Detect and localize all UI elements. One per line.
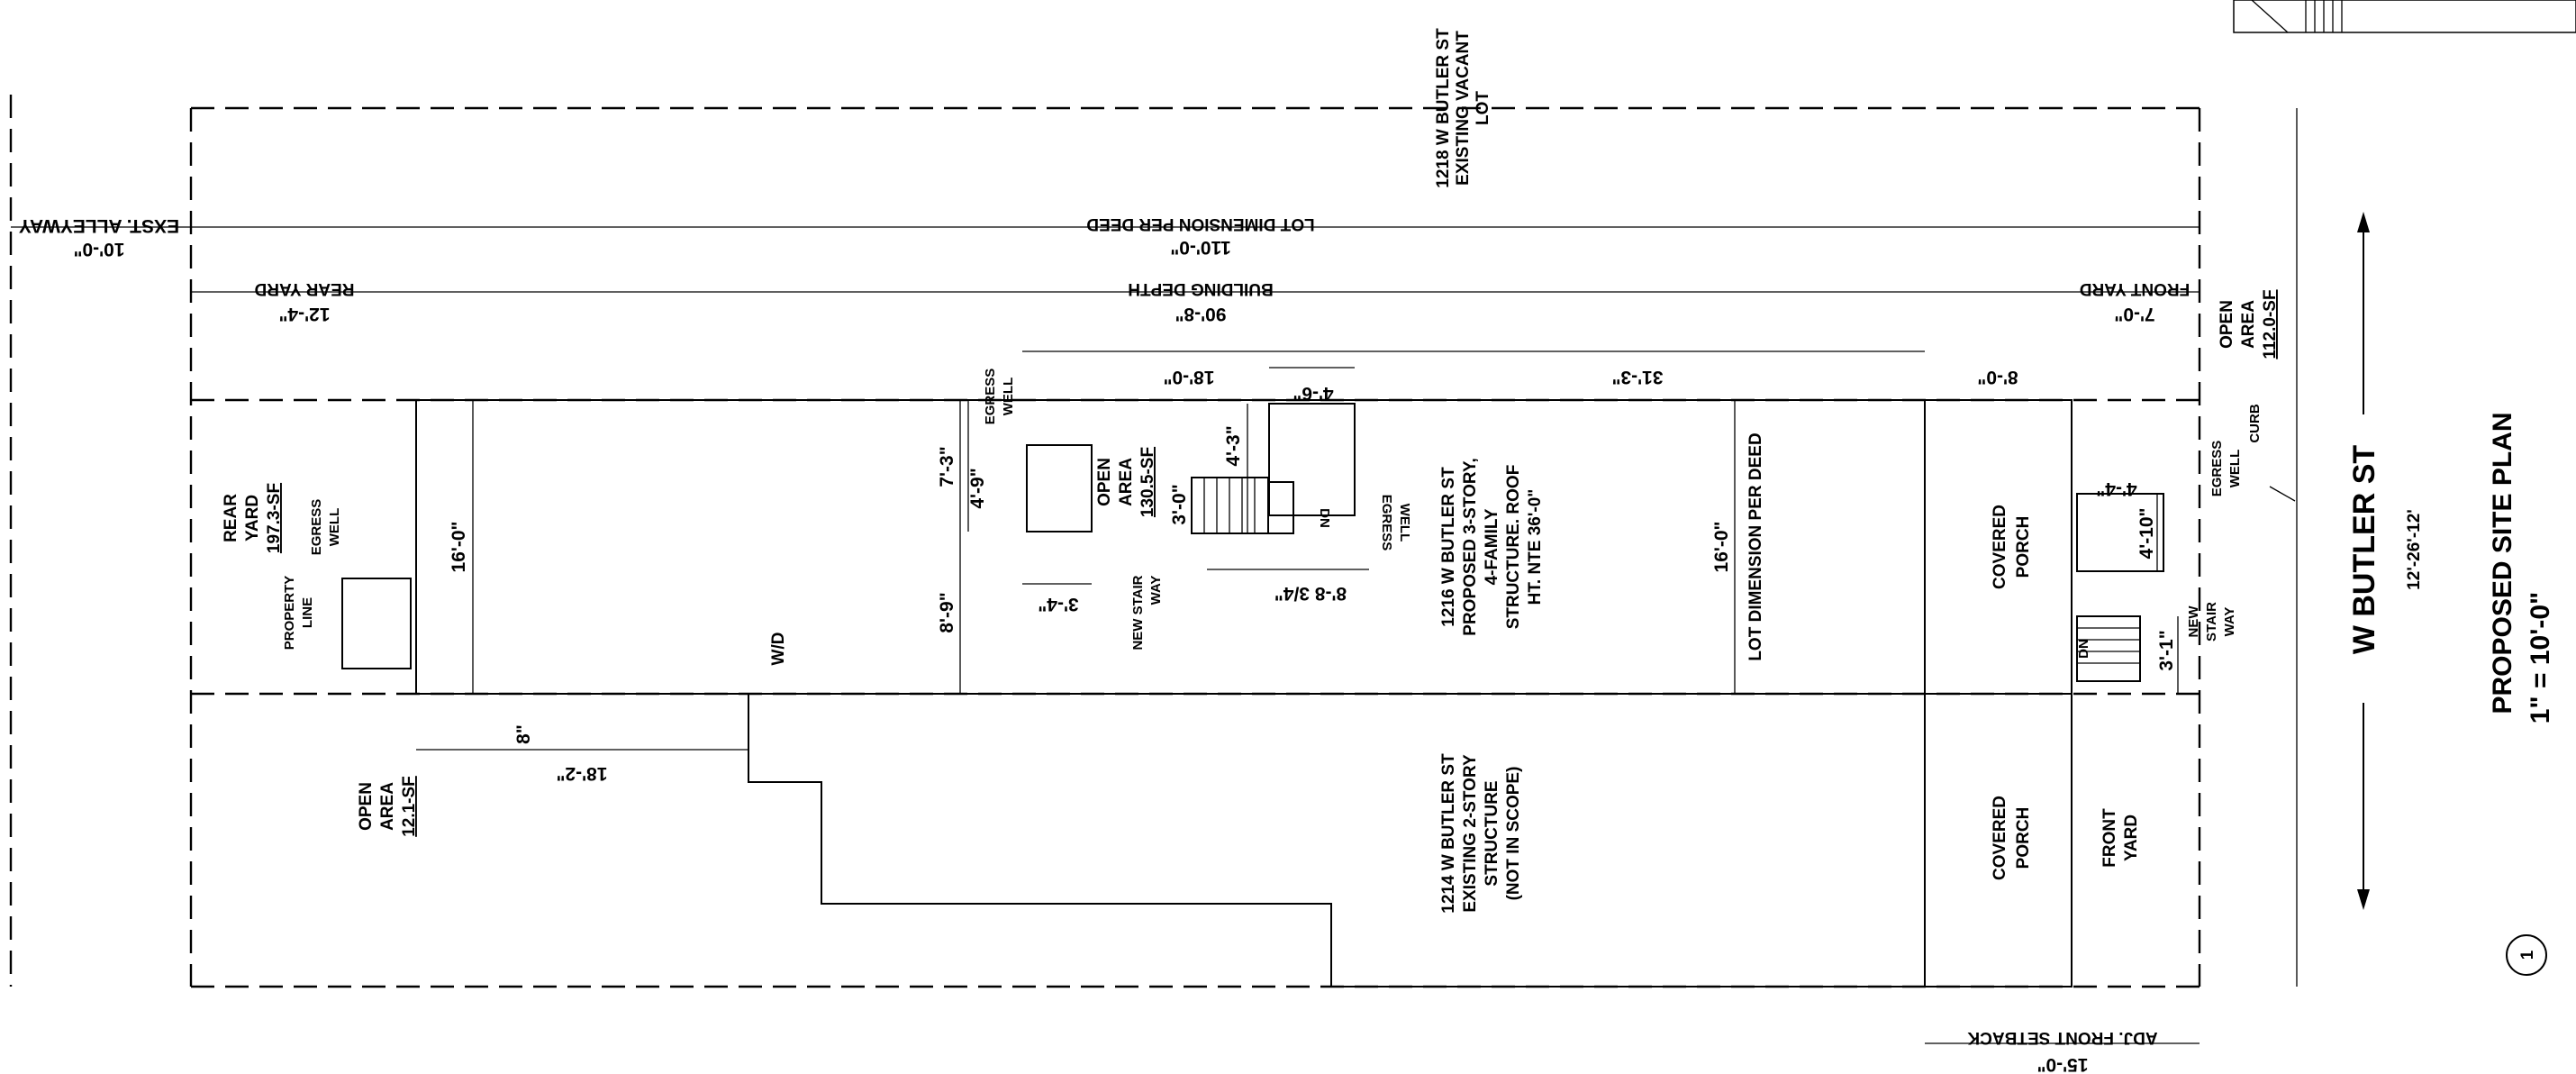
building-depth-dim: 90'-8" (1175, 304, 1227, 324)
bottom-porch-covered: COVERED (1991, 796, 2009, 880)
rotated-labels: 1218 W BUTLER ST EXISTING VACANT LOT 121… (222, 28, 2555, 960)
front-yard-front: FRONT (2100, 808, 2119, 868)
front-yard-dim: 7'-0" (2114, 304, 2154, 324)
dim-4-4: 4'-4" (2096, 478, 2136, 499)
dimension-lines (11, 108, 2298, 1044)
lot-depth-dim: 110'-0" (1170, 237, 1231, 258)
front-open-label: OPEN (2218, 300, 2236, 349)
dim-4-3: 4'-3" (1223, 425, 1244, 466)
adj-front-setback-label: ADJ. FRONT SETBACK (1967, 1028, 2157, 1047)
front-yard-label: FRONT YARD (2080, 279, 2190, 298)
alley-label: EXST. ALLEYWAY (19, 215, 179, 236)
mid-open-area-value: 130.5-SF (1138, 447, 1157, 517)
front-yard-yard: YARD (2122, 815, 2141, 861)
dim-8-0: 8'-0" (1977, 367, 2018, 387)
dim-7-3: 7'-3" (937, 446, 957, 487)
covered-porches (1924, 399, 2073, 988)
front-way-label: WAY (2222, 607, 2237, 637)
top-porch-covered: COVERED (1991, 505, 2009, 589)
dim-8-inch: 8" (513, 724, 534, 744)
street-direction-arrows (2269, 212, 2370, 910)
mid-well-label: WELL (1001, 378, 1016, 416)
front-area-label: AREA (2239, 300, 2258, 349)
dim-31-3: 31'-3" (1612, 367, 1664, 387)
front-new-label: NEW (2186, 605, 2201, 638)
bottom-open-area-value: 12.1-SF (400, 776, 419, 837)
rear-yard-area-value: 197.3-SF (265, 483, 284, 553)
mid-area-label: AREA (1117, 458, 1136, 506)
inverted-labels: EXST. ALLEYWAY 10'-0" LOT DIMENSION PER … (19, 214, 2190, 1074)
drawing-number-circle (2506, 934, 2547, 976)
bottom-porch-porch: PORCH (2014, 807, 2033, 869)
front-egress-label: EGRESS (2209, 441, 2225, 497)
top-neighbor-line2: EXISTING VACANT (1454, 31, 1473, 186)
front-well-label: WELL (2227, 450, 2243, 488)
front-open-area-value: 112.0-SF (2261, 289, 2280, 359)
top-neighbor-line3: LOT (1474, 91, 1492, 125)
dim-18-0: 18'-0" (1164, 367, 1215, 387)
wd-label: W/D (769, 633, 788, 666)
dim-18-2: 18'-2" (557, 763, 608, 784)
top-neighbor-line1: 1218 W BUTLER ST (1434, 28, 1453, 188)
bottom-area-label: AREA (378, 782, 397, 831)
proposed-building (415, 399, 1926, 695)
stairs (1191, 477, 2141, 682)
street-width: 12'-26'-12' (2405, 509, 2424, 590)
bottom-neighbor-line4: (NOT IN SCOPE) (1504, 767, 1523, 901)
drawing-number: 1 (2518, 950, 2537, 960)
neighbor-structure (748, 693, 1926, 988)
dim-16-0-right: 16'-0" (1711, 522, 1732, 573)
mid-egress-label: EGRESS (983, 369, 998, 425)
dim-3-0: 3'-0" (1169, 484, 1190, 524)
street-name: W BUTLER ST (2347, 445, 2381, 655)
alley-width-dim: 10'-0" (74, 239, 125, 259)
dim-8-9: 8'-9" (937, 592, 957, 633)
mid2-well-label: WELL (1397, 504, 1412, 542)
mid2-egress-label: EGRESS (1379, 495, 1394, 551)
property-line-label-1: PROPERTY (282, 576, 297, 651)
mid-dn-label: DN (1317, 508, 1332, 528)
drawing-title: PROPOSED SITE PLAN (2488, 412, 2517, 714)
dim-4-6: 4'-6" (1293, 383, 1333, 404)
rear-yard-dim: 12'-4" (279, 304, 331, 324)
partial-detail-corner (2233, 0, 2576, 33)
building-depth-label: BUILDING DEPTH (1128, 279, 1274, 298)
dim-16-0-left: 16'-0" (449, 522, 469, 573)
bottom-neighbor-line1: 1214 W BUTLER ST (1439, 753, 1458, 914)
curb-label: CURB (2247, 404, 2263, 442)
bottom-open-label: OPEN (357, 782, 376, 831)
adj-setback-dim: 15'-0" (2037, 1054, 2089, 1074)
mid-way-label: WAY (1148, 576, 1164, 605)
building-line3: 4-FAMILY (1483, 508, 1501, 585)
top-porch-porch: PORCH (2014, 516, 2033, 578)
front-dn-label: DN (2076, 639, 2091, 659)
mid-open-label: OPEN (1095, 458, 1114, 506)
front-stair-label: STAIR (2204, 602, 2219, 642)
dim-4-10: 4'-10" (2136, 508, 2157, 560)
drawing-scale: 1" = 10'-0" (2526, 592, 2555, 724)
mid-new-stair-label: NEW STAIR (1130, 575, 1146, 650)
dim-4-9: 4'-9" (967, 468, 988, 508)
dim-3-4: 3'-4" (1038, 594, 1078, 614)
building-line4: STRUCTURE. ROOF (1504, 465, 1523, 630)
building-line5: HT. NTE 36'-0" (1526, 489, 1545, 605)
rear-well-label: WELL (327, 508, 342, 547)
dim-8-8-34: 8'-8 3/4" (1274, 583, 1347, 604)
lot-dimension-label: LOT DIMENSION PER DEED (1086, 214, 1314, 233)
egress-wells (341, 403, 2164, 669)
dim-3-1: 3'-1" (2156, 630, 2177, 670)
building-line1: 1216 W BUTLER ST (1439, 467, 1458, 627)
building-line2: PROPOSED 3-STORY, (1461, 458, 1480, 635)
bottom-neighbor-line2: EXISTING 2-STORY (1461, 754, 1480, 913)
rear-yard-label: REAR YARD (255, 279, 355, 298)
rear-egress-label: EGRESS (309, 499, 324, 556)
lot-dimension-vertical: LOT DIMENSION PER DEED (1746, 432, 1765, 660)
rear-yard-area-yard: YARD (243, 495, 262, 542)
rear-yard-area-rear: REAR (222, 494, 240, 542)
bottom-neighbor-line3: STRUCTURE (1483, 780, 1501, 886)
property-line-label-2: LINE (300, 597, 315, 628)
